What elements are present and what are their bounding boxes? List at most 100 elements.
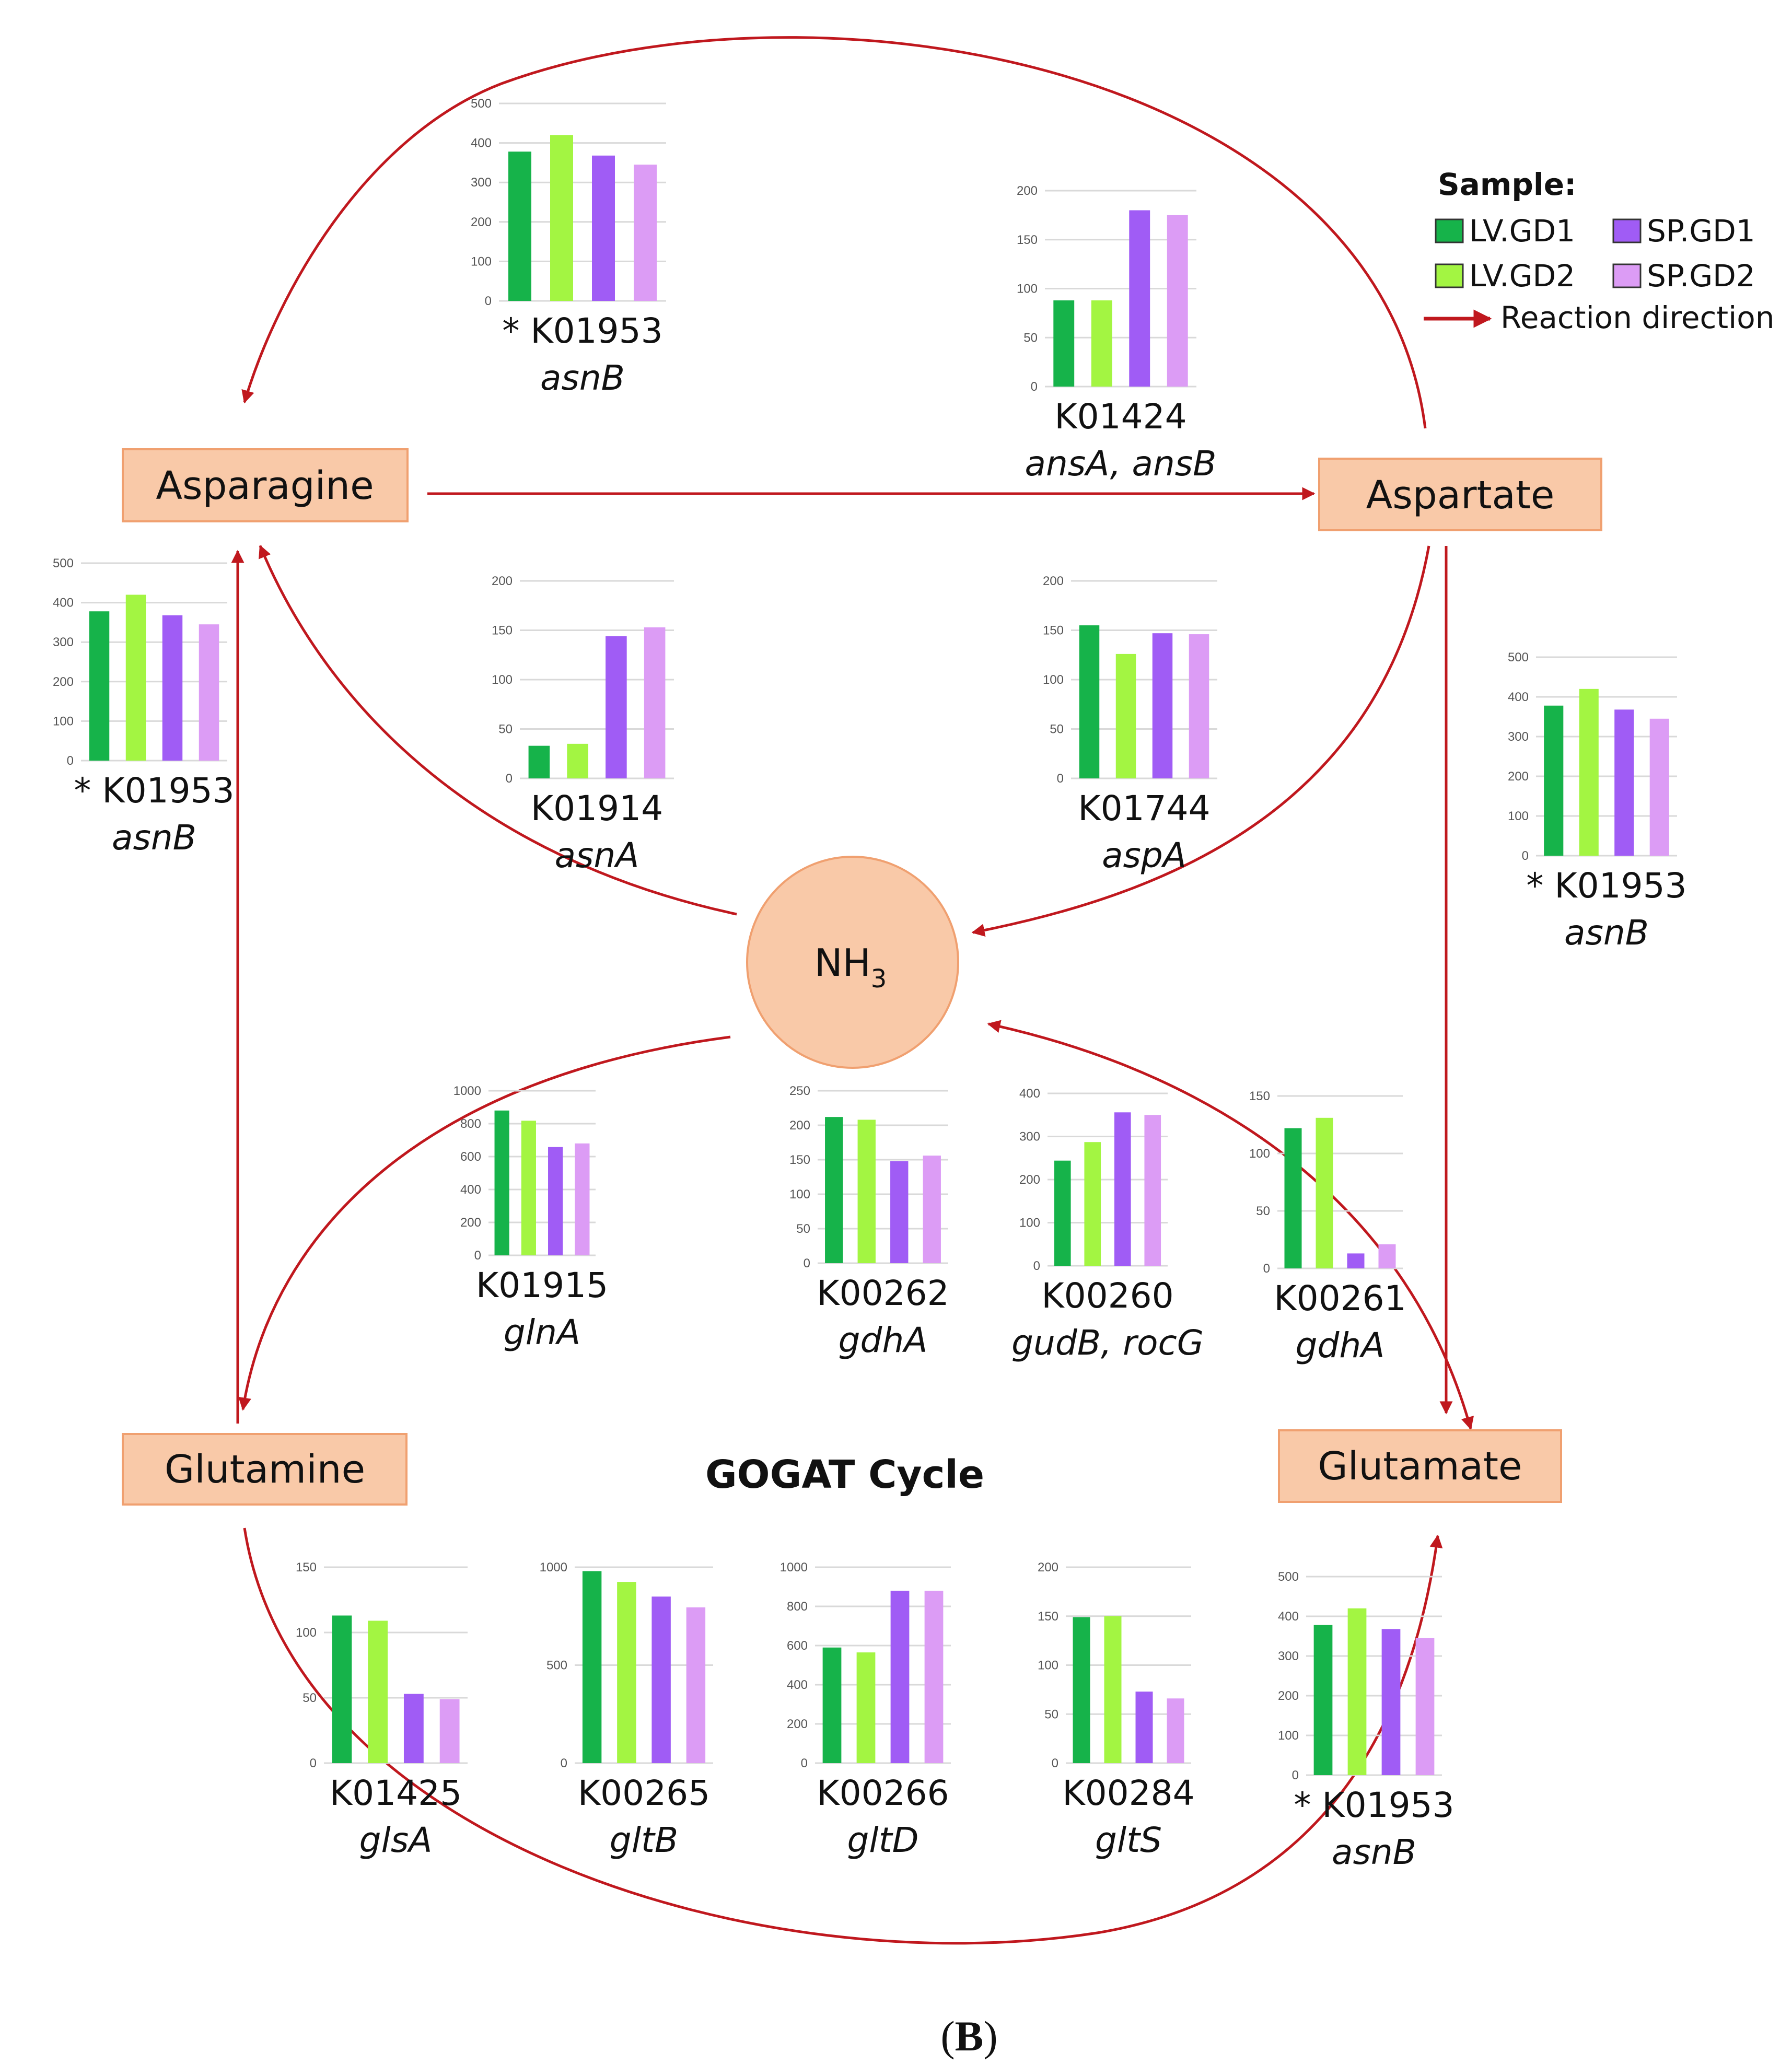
y-tick-label: 50 — [302, 1691, 317, 1705]
node-glutamine: Glutamine — [122, 1433, 408, 1506]
gene-label: asnB — [1564, 913, 1649, 953]
bar-sp-gd1 — [403, 1694, 424, 1763]
gene-label: gltS — [1095, 1820, 1162, 1860]
ko-label: * K01953 — [502, 311, 662, 351]
y-tick-label: 300 — [1278, 1649, 1299, 1663]
y-tick-label: 100 — [789, 1187, 810, 1202]
bar-lv-gd1 — [508, 151, 531, 301]
node-asparagine: Asparagine — [122, 448, 409, 522]
y-tick-label: 300 — [53, 635, 74, 649]
bar-sp-gd1 — [1129, 210, 1150, 387]
gogat-cycle-label: GOGAT Cycle — [705, 1452, 984, 1497]
panel-label: (B) — [940, 2012, 997, 2060]
y-tick-label: 150 — [296, 1560, 317, 1575]
gene-label: asnB — [112, 818, 196, 858]
y-tick-label: 800 — [460, 1117, 481, 1131]
bar-sp-gd1 — [162, 615, 183, 761]
ko-label: K00261 — [1274, 1278, 1406, 1319]
ko-label: * K01953 — [1294, 1785, 1454, 1825]
y-tick-label: 50 — [1050, 722, 1064, 737]
y-tick-label: 150 — [492, 624, 513, 638]
bar-sp-gd1 — [890, 1591, 910, 1763]
legend-swatch-lv-gd1 — [1435, 218, 1464, 243]
y-tick-label: 150 — [1017, 233, 1038, 247]
ko-label: K00284 — [1062, 1773, 1194, 1813]
y-tick-label: 0 — [474, 1249, 481, 1263]
bar-sp-gd1 — [651, 1596, 671, 1763]
bar-lv-gd2 — [1091, 300, 1112, 387]
y-tick-label: 100 — [1508, 809, 1529, 823]
y-tick-label: 100 — [1249, 1147, 1270, 1161]
node-glutamate-label: Glutamate — [1318, 1444, 1522, 1489]
y-tick-label: 500 — [1508, 650, 1529, 664]
bar-lv-gd1 — [1073, 1617, 1090, 1763]
gene-label: asnB — [540, 358, 625, 398]
node-nh3-label: NH3 — [814, 941, 887, 994]
bar-lv-gd1 — [332, 1615, 352, 1763]
y-tick-label: 100 — [1043, 673, 1064, 687]
y-tick-label: 200 — [1043, 574, 1064, 588]
gene-label: asnB — [1332, 1832, 1416, 1872]
y-tick-label: 0 — [801, 1756, 808, 1770]
node-glutamine-label: Glutamine — [165, 1447, 365, 1492]
reaction-arrows — [231, 36, 1474, 1945]
bar-lv-gd2 — [125, 594, 146, 761]
bar-lv-gd2 — [856, 1652, 876, 1763]
bar-sp-gd2 — [686, 1607, 706, 1763]
legend-label-lv-gd2: LV.GD2 — [1469, 258, 1575, 294]
node-nh3: NH3 — [746, 856, 959, 1069]
y-tick-label: 0 — [1033, 1259, 1040, 1273]
y-tick-label: 800 — [787, 1600, 808, 1614]
legend-swatch-sp-gd2 — [1612, 263, 1642, 288]
ko-label: * K01953 — [1526, 866, 1686, 906]
ko-label: K00266 — [817, 1773, 949, 1813]
arrow-aspartate-to-asparagine-top — [241, 36, 1427, 429]
bar-lv-gd2 — [1347, 1608, 1367, 1775]
y-tick-label: 1000 — [453, 1084, 481, 1098]
ko-label: K01424 — [1054, 397, 1186, 437]
y-tick-label: 0 — [1263, 1262, 1270, 1276]
legend-label-sp-gd1: SP.GD1 — [1647, 213, 1755, 249]
y-tick-label: 200 — [53, 675, 74, 689]
y-tick-label: 500 — [53, 556, 74, 570]
y-tick-label: 150 — [1038, 1610, 1058, 1624]
bar-sp-gd1 — [592, 155, 615, 301]
ko-label: K01915 — [476, 1265, 608, 1305]
bar-sp-gd2 — [575, 1143, 590, 1255]
y-tick-label: 300 — [1019, 1130, 1040, 1144]
bar-sp-gd2 — [1167, 215, 1188, 387]
y-tick-label: 50 — [796, 1222, 810, 1236]
bar-sp-gd2 — [644, 627, 666, 778]
bar-sp-gd1 — [1381, 1629, 1401, 1775]
ko-label: K01425 — [330, 1773, 462, 1813]
y-tick-label: 400 — [787, 1678, 808, 1692]
ko-label: K00260 — [1041, 1276, 1173, 1316]
y-tick-label: 200 — [1019, 1173, 1040, 1187]
bar-lv-gd2 — [368, 1620, 388, 1763]
bar-sp-gd2 — [1189, 634, 1209, 778]
y-tick-label: 0 — [1031, 380, 1038, 394]
y-tick-label: 150 — [789, 1153, 810, 1167]
bar-sp-gd2 — [1167, 1698, 1184, 1763]
y-tick-label: 400 — [471, 136, 492, 150]
y-tick-label: 100 — [471, 254, 492, 269]
y-tick-label: 400 — [460, 1183, 481, 1197]
y-tick-label: 50 — [1044, 1707, 1058, 1721]
ko-label: K01744 — [1078, 788, 1210, 829]
arrow-aspartate-to-nh3 — [971, 545, 1430, 937]
y-tick-label: 300 — [471, 176, 492, 190]
gene-label: gltB — [610, 1820, 678, 1860]
y-tick-label: 100 — [296, 1626, 317, 1640]
y-tick-label: 50 — [1023, 331, 1038, 345]
y-tick-label: 200 — [1278, 1689, 1299, 1703]
y-tick-label: 400 — [1278, 1610, 1299, 1624]
y-tick-label: 200 — [787, 1717, 808, 1731]
legend-swatch-lv-gd2 — [1435, 263, 1464, 288]
